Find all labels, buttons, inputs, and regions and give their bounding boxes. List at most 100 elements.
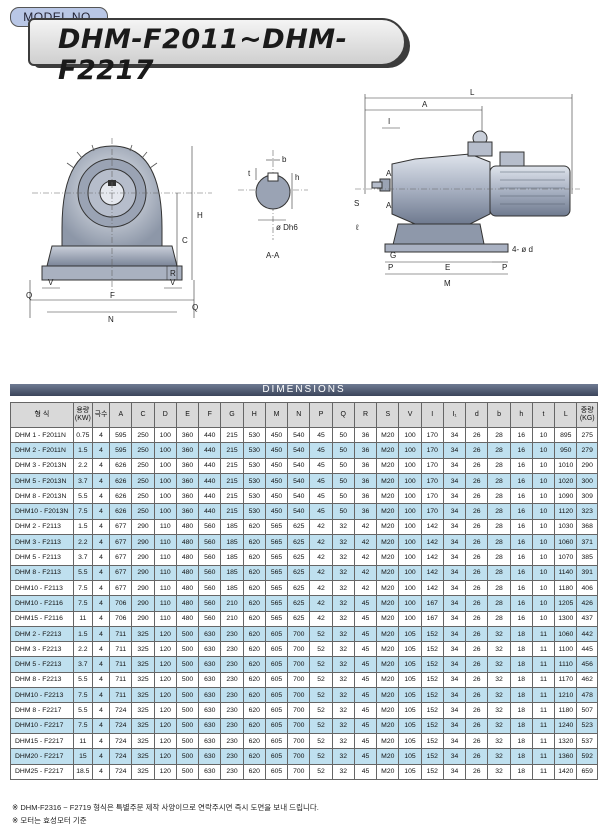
value-cell: 625 xyxy=(287,518,311,536)
dim-label-S: S xyxy=(354,199,359,208)
value-cell: 52 xyxy=(309,625,333,643)
value-cell: 10 xyxy=(531,579,556,597)
model-cell: DHM15 - F2217 xyxy=(10,732,74,750)
value-cell: 26 xyxy=(465,442,489,459)
value-cell: 52 xyxy=(309,732,333,750)
value-cell: 52 xyxy=(309,641,333,658)
value-cell: 620 xyxy=(242,610,266,627)
value-cell: 36 xyxy=(353,503,378,520)
value-cell: 32 xyxy=(331,702,355,719)
value-cell: 110 xyxy=(153,564,177,581)
value-cell: 34 xyxy=(442,442,467,459)
dim-label-L: L xyxy=(470,88,475,97)
value-cell: 32 xyxy=(487,717,511,734)
value-cell: 1210 xyxy=(554,687,578,704)
value-cell: 170 xyxy=(420,488,444,505)
value-cell: 700 xyxy=(287,717,311,734)
value-cell: M20 xyxy=(376,656,400,673)
value-cell: 10 xyxy=(531,549,556,566)
value-cell: 18 xyxy=(509,763,533,780)
value-cell: 11 xyxy=(531,732,556,750)
value-cell: 45 xyxy=(309,503,333,520)
value-cell: 368 xyxy=(576,518,598,536)
value-cell: M20 xyxy=(376,610,400,627)
value-cell: 480 xyxy=(175,595,200,612)
value-cell: 170 xyxy=(420,457,444,474)
value-cell: 50 xyxy=(331,426,355,444)
dim-label-V-left: V xyxy=(48,278,54,287)
dim-label-Q-right: Q xyxy=(192,303,198,312)
value-cell: 32 xyxy=(331,671,355,689)
value-cell: 42 xyxy=(353,564,378,581)
dim-label-P-left: P xyxy=(388,263,393,272)
value-cell: 11 xyxy=(531,702,556,719)
value-cell: 4 xyxy=(91,748,111,765)
value-cell: 1090 xyxy=(554,488,578,505)
column-header: S xyxy=(376,402,400,428)
value-cell: 445 xyxy=(576,641,598,658)
value-cell: 170 xyxy=(420,472,444,490)
value-cell: 105 xyxy=(398,671,422,689)
value-cell: 50 xyxy=(331,503,355,520)
value-cell: 26 xyxy=(465,610,489,627)
front-view-drawing: H C R Q V F V Q N xyxy=(26,138,212,324)
column-header: 극수 xyxy=(91,402,111,428)
value-cell: 105 xyxy=(398,625,422,643)
value-cell: 18 xyxy=(509,625,533,643)
value-cell: 360 xyxy=(175,457,200,474)
value-cell: 28 xyxy=(487,488,511,505)
value-cell: 290 xyxy=(131,518,155,536)
value-cell: 630 xyxy=(198,656,222,673)
value-cell: 26 xyxy=(465,595,489,612)
value-cell: 540 xyxy=(287,503,311,520)
value-cell: 28 xyxy=(487,564,511,581)
value-cell: 4 xyxy=(91,687,111,704)
value-cell: 700 xyxy=(287,625,311,643)
model-cell: DHM10 - F2213 xyxy=(10,687,74,704)
section-label-t: t xyxy=(248,169,251,178)
model-cell: DHM10 - F2013N xyxy=(10,503,74,520)
value-cell: 620 xyxy=(242,641,266,658)
value-cell: 10 xyxy=(531,457,556,474)
value-cell: 142 xyxy=(420,518,444,536)
value-cell: 450 xyxy=(264,488,289,505)
value-cell: 290 xyxy=(131,595,155,612)
value-cell: 500 xyxy=(175,748,200,765)
value-cell: 625 xyxy=(287,549,311,566)
model-cell: DHM25 - F2217 xyxy=(10,763,74,780)
value-cell: 100 xyxy=(398,457,422,474)
value-cell: 4 xyxy=(91,579,111,597)
value-cell: 605 xyxy=(264,656,289,673)
value-cell: 100 xyxy=(398,579,422,597)
value-cell: 185 xyxy=(220,534,244,551)
value-cell: 34 xyxy=(442,564,467,581)
value-cell: 100 xyxy=(398,472,422,490)
value-cell: 595 xyxy=(109,442,133,459)
value-cell: 105 xyxy=(398,748,422,765)
value-cell: 120 xyxy=(153,656,177,673)
value-cell: 100 xyxy=(398,534,422,551)
value-cell: 11 xyxy=(531,717,556,734)
value-cell: 11 xyxy=(531,748,556,765)
value-cell: 2.2 xyxy=(72,457,93,474)
value-cell: 45 xyxy=(353,687,378,704)
value-cell: 215 xyxy=(220,457,244,474)
value-cell: 36 xyxy=(353,442,378,459)
value-cell: 230 xyxy=(220,763,244,780)
value-cell: 4 xyxy=(91,610,111,627)
value-cell: 152 xyxy=(420,702,444,719)
value-cell: 34 xyxy=(442,732,467,750)
value-cell: 11 xyxy=(531,641,556,658)
value-cell: 620 xyxy=(242,687,266,704)
value-cell: 28 xyxy=(487,534,511,551)
value-cell: 4 xyxy=(91,671,111,689)
value-cell: 32 xyxy=(331,687,355,704)
value-cell: 540 xyxy=(287,442,311,459)
value-cell: 1060 xyxy=(554,534,578,551)
value-cell: 152 xyxy=(420,732,444,750)
value-cell: 110 xyxy=(153,579,177,597)
value-cell: 16 xyxy=(509,564,533,581)
value-cell: 34 xyxy=(442,656,467,673)
